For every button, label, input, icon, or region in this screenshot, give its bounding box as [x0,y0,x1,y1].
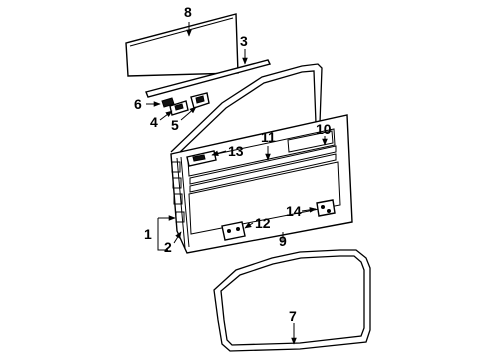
small-hardware-part-5 [190,92,210,109]
callout-8: 8 [184,4,192,20]
callout-13: 13 [228,143,244,159]
callout-6: 6 [134,96,142,112]
door-shell-part [170,114,353,254]
callout-5: 5 [171,117,179,133]
inside-handle-part [186,150,217,167]
lower-hinge-part [221,221,246,241]
callout-14: 14 [286,203,302,219]
small-hardware-part-6 [161,97,175,108]
belt-weatherstrip-part [145,59,272,98]
latch-part [316,199,336,217]
callout-7: 7 [289,308,297,324]
callout-4: 4 [150,114,158,130]
callout-3: 3 [240,33,248,49]
callout-11: 11 [261,129,276,145]
callout-1: 1 [144,226,152,242]
glass-panel-part [125,13,239,77]
door-weatherstrip-part [213,249,371,352]
callout-2: 2 [164,239,172,255]
callout-10: 10 [316,121,332,137]
door-frame-part [170,63,323,155]
callout-12: 12 [255,215,271,231]
leader-lines [146,22,328,345]
callout-9: 9 [279,233,287,249]
